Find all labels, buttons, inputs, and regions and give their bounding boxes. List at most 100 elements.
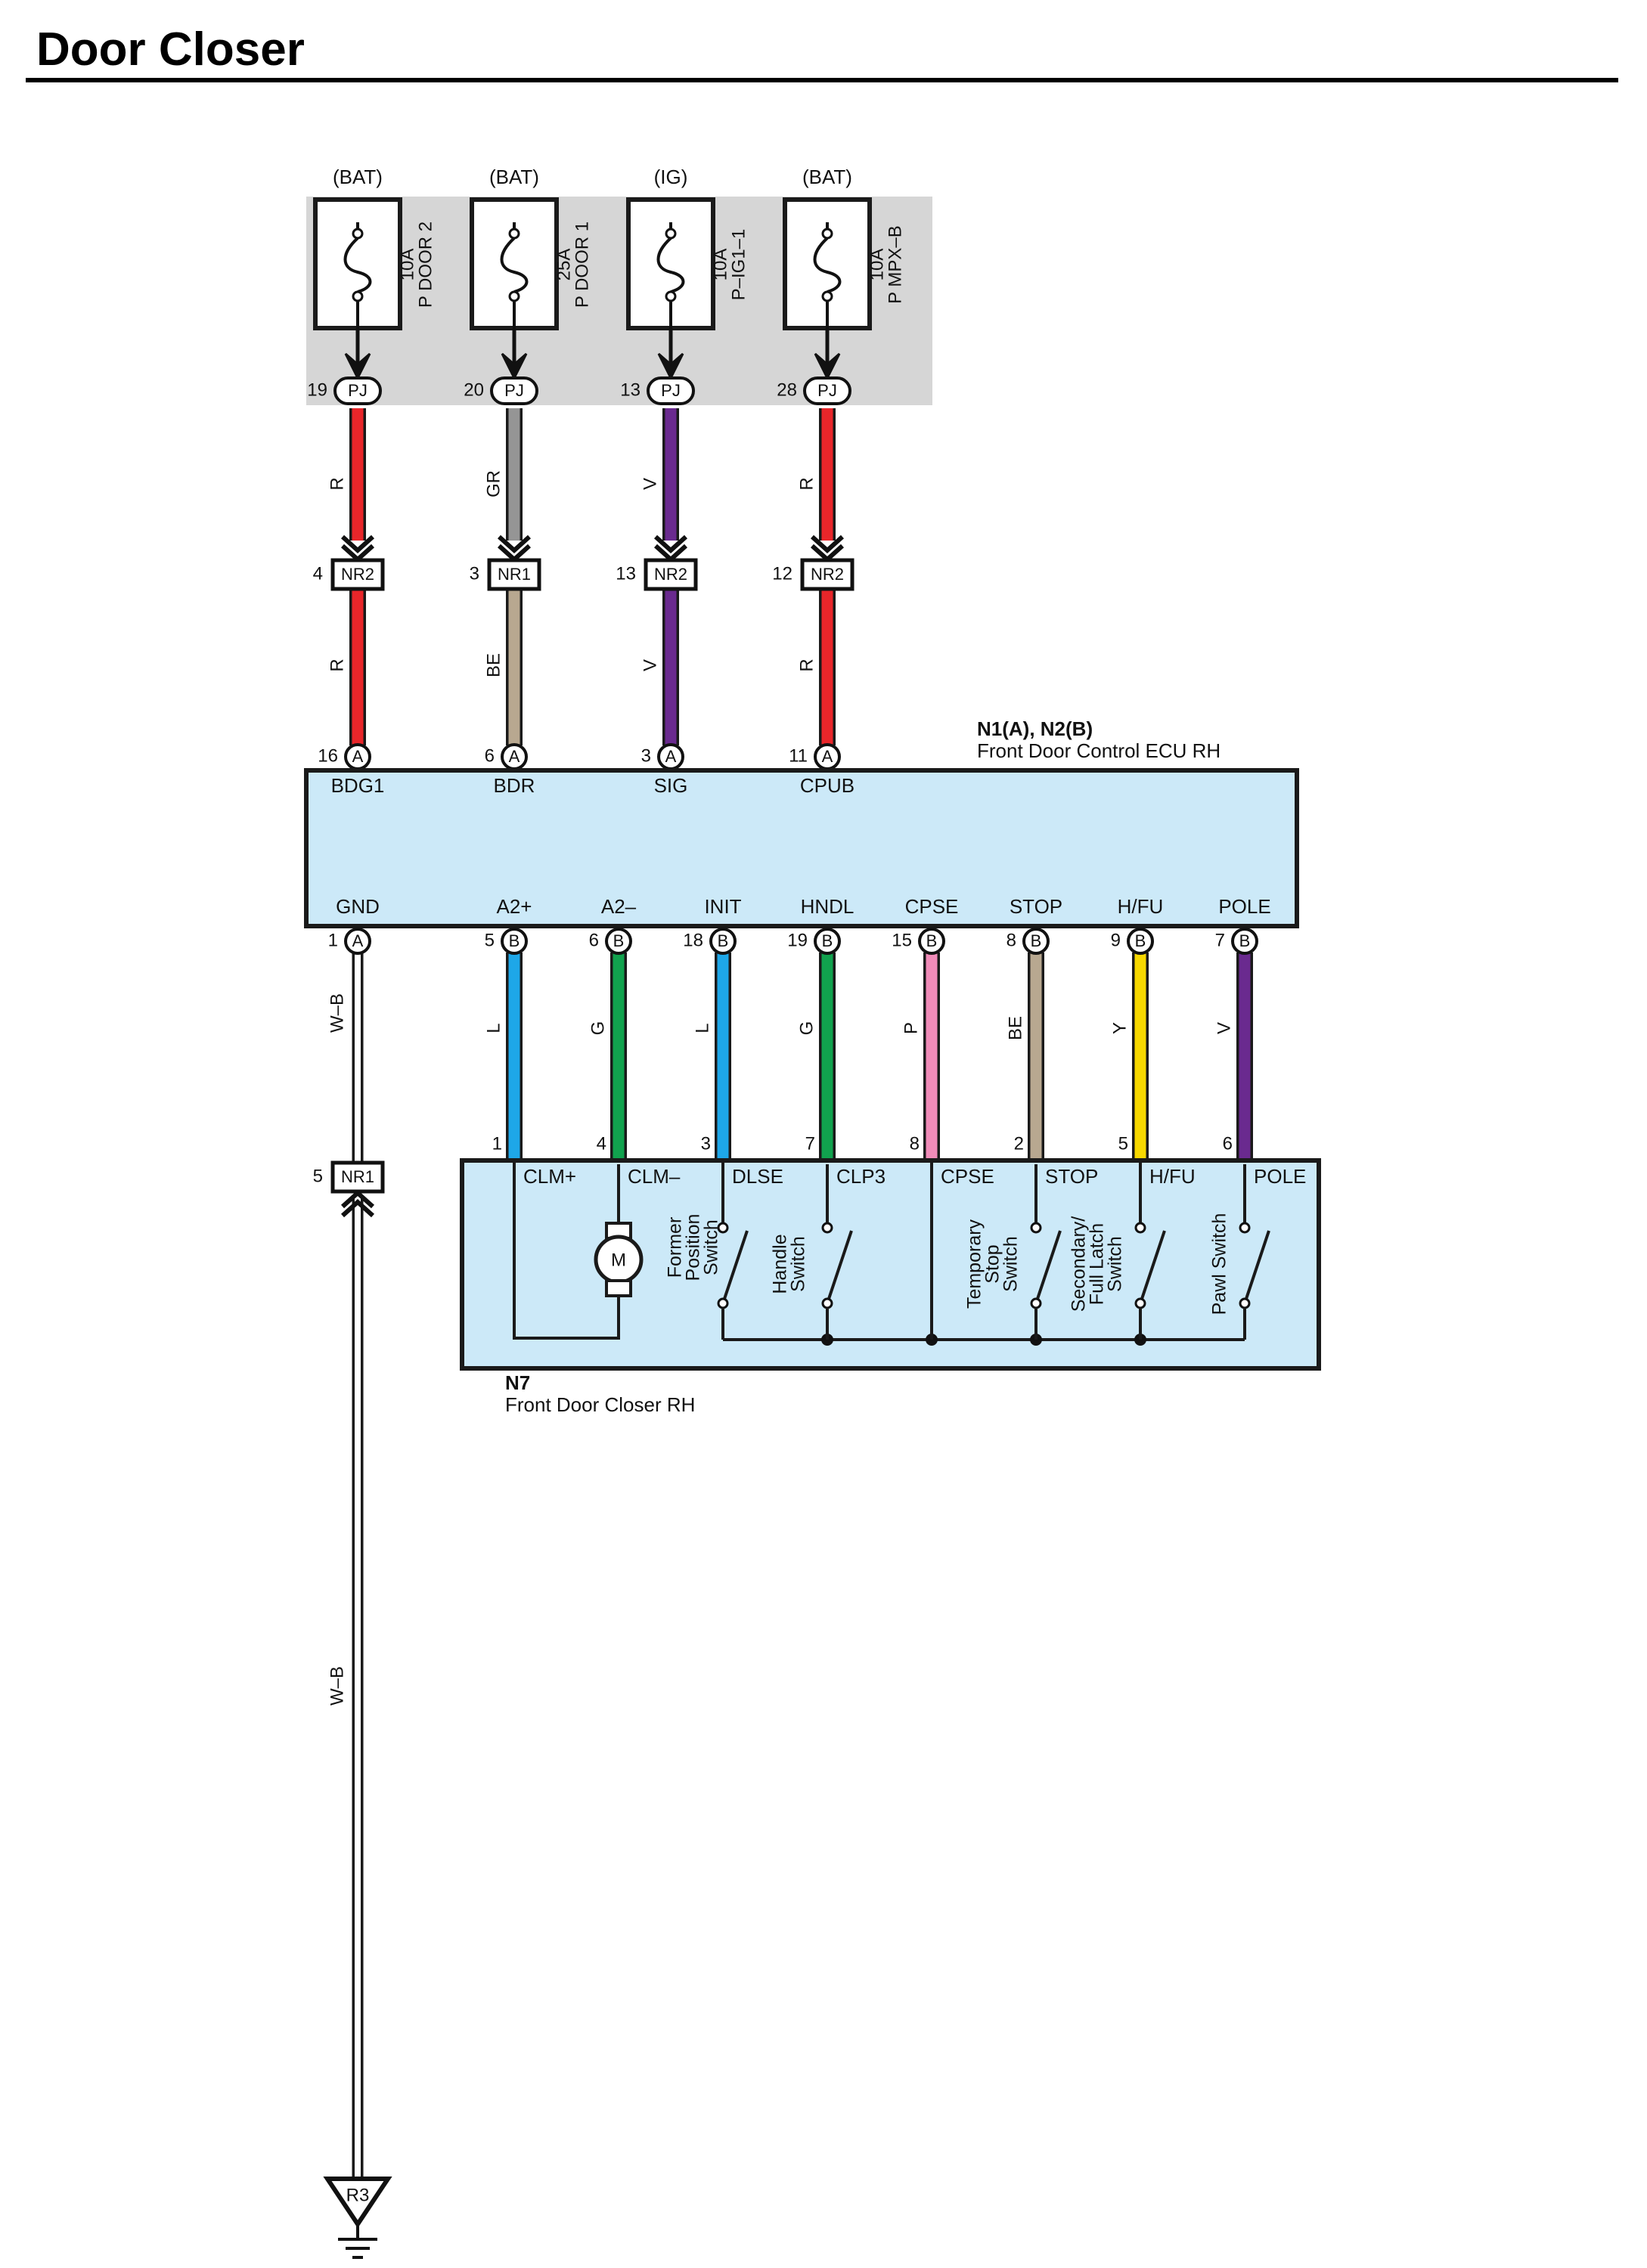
- ecu-pin-circle: [344, 928, 371, 955]
- pole-switch-icon-blade: [1245, 1230, 1270, 1300]
- wire-code-label: W–B: [327, 993, 347, 1033]
- ecu-pin-circle-letter: B: [926, 931, 938, 950]
- pj-connector: [647, 376, 695, 405]
- chevron-up-icon: [340, 1189, 375, 1218]
- ecu-terminal-label: SIG: [654, 774, 688, 797]
- closer-pin-number: 2: [1014, 1133, 1024, 1154]
- pj-connector-label: PJ: [348, 381, 368, 400]
- dlse-switch-icon-blade: [723, 1230, 749, 1300]
- join-pin-number: 13: [616, 563, 636, 584]
- ecu-pin-number: 8: [1006, 930, 1016, 950]
- ecu-terminal-label: A2–: [601, 895, 637, 918]
- closer-pin-number: 4: [597, 1133, 606, 1154]
- motor-brush: [605, 1279, 632, 1297]
- closer-terminal-label: POLE: [1254, 1165, 1306, 1188]
- arrow-down-icon: [344, 352, 371, 381]
- ecu-pin-circle: [918, 928, 945, 955]
- ecu-pin-circle: [814, 928, 841, 955]
- stop-switch-icon-contact: [1030, 1297, 1042, 1309]
- ecu-pin-number: 6: [485, 745, 495, 766]
- pj-connector: [803, 376, 851, 405]
- fuse-terminal: [352, 290, 364, 302]
- wire-code-label: V: [640, 659, 660, 671]
- handle-switch-icon-contact: [821, 1222, 833, 1234]
- pawl-switch-label: Pawl Switch: [1209, 1213, 1230, 1315]
- ecu-pin-number: 16: [318, 745, 338, 766]
- ecu-pin-circle-letter: B: [822, 931, 833, 950]
- join-connector-label: NR2: [341, 565, 374, 584]
- join-connector: [800, 558, 855, 591]
- components-layer: [304, 197, 1321, 2259]
- ground-point-label: R3: [346, 2185, 370, 2205]
- wire-code-label: W–B: [327, 1666, 347, 1706]
- ecu-pin-number: 19: [787, 930, 808, 950]
- hfu-switch-icon-contact: [1134, 1222, 1146, 1234]
- ecu-pin-number: 11: [789, 745, 808, 766]
- closer-pin-number: 3: [701, 1133, 711, 1154]
- pj-pin-number: 28: [777, 380, 797, 400]
- secondary-full-latch-switch-label: Switch: [1105, 1236, 1126, 1292]
- ground-join-connector-label: NR1: [341, 1167, 374, 1186]
- temporary-stop-switch-label: Stop: [982, 1244, 1003, 1283]
- ecu-pin-circle: [709, 928, 737, 955]
- ecu-pin-circle-letter: A: [509, 747, 520, 766]
- former-position-switch-label: Switch: [701, 1219, 722, 1275]
- closer-terminal-label: H/FU: [1149, 1165, 1196, 1188]
- closer-terminal-label: DLSE: [732, 1165, 783, 1188]
- ecu-pin-number: 5: [485, 930, 495, 950]
- handle-switch-label: Switch: [788, 1236, 809, 1292]
- handle-switch-icon-contact: [821, 1297, 833, 1309]
- closer-terminal-label: CLM–: [628, 1165, 681, 1188]
- fuse-source-label: (BAT): [333, 166, 383, 188]
- wire-code-label: P: [901, 1022, 921, 1034]
- fuse-element-icon: [500, 237, 529, 293]
- fuse-rating-label: P DOOR 2: [415, 222, 436, 308]
- fuse-terminal: [821, 228, 833, 240]
- ecu-pin-number: 18: [683, 930, 703, 950]
- fuse-rating-label: 10A: [397, 249, 417, 281]
- ecu-pin-circle-letter: A: [352, 747, 364, 766]
- ecu-terminal-label: BDR: [494, 774, 535, 797]
- ecu-pin-number: 1: [328, 930, 338, 950]
- fuse-rating-label: P MPX–B: [885, 225, 905, 304]
- fuse-element-icon: [343, 237, 372, 293]
- closer-pin-number: 8: [910, 1133, 920, 1154]
- wire-code-label: R: [327, 477, 347, 490]
- ecu-pin-circle-letter: B: [1135, 931, 1146, 950]
- ecu-pin-circle-letter: A: [352, 931, 364, 950]
- ecu-pin-circle: [1127, 928, 1154, 955]
- fuse-rating-label: 10A: [710, 249, 730, 281]
- pj-pin-number: 13: [620, 380, 640, 400]
- ecu-pin-circle-letter: B: [718, 931, 729, 950]
- ecu-pin-circle: [1231, 928, 1258, 955]
- ecu-terminal-label: BDG1: [331, 774, 385, 797]
- wire-code-label: GR: [483, 470, 504, 497]
- ecu-pin-circle: [1022, 928, 1050, 955]
- pj-connector-label: PJ: [817, 381, 837, 400]
- join-pin-number: 12: [772, 563, 792, 584]
- ecu-pin-circle-letter: B: [1239, 931, 1251, 950]
- join-connector-label: NR2: [811, 565, 844, 584]
- fuse-source-label: (IG): [654, 166, 688, 188]
- closer-code-label: N7: [505, 1371, 530, 1394]
- fuse-terminal: [665, 228, 677, 240]
- ecu-box: [304, 768, 1299, 928]
- wire-code-label: V: [1214, 1022, 1234, 1034]
- fuse-source-label: (BAT): [489, 166, 539, 188]
- temporary-stop-switch-label: Switch: [1000, 1236, 1022, 1292]
- dlse-switch-icon-contact: [717, 1222, 729, 1234]
- join-connector-label: NR1: [498, 565, 531, 584]
- ecu-terminal-label: POLE: [1218, 895, 1270, 918]
- join-pin-number: 3: [470, 563, 479, 584]
- ecu-code-label: N1(A), N2(B): [977, 717, 1093, 740]
- ecu-pin-number: 7: [1215, 930, 1225, 950]
- wire-code-label: R: [796, 477, 817, 490]
- page-title: Door Closer: [36, 23, 305, 76]
- ecu-pin-circle: [501, 928, 528, 955]
- ecu-terminal-label: H/FU: [1118, 895, 1164, 918]
- fuse-body: [470, 197, 559, 330]
- fuse-rating-label: P–IG1–1: [728, 229, 749, 301]
- closer-terminal-label: CLP3: [836, 1165, 886, 1188]
- ecu-pin-circle-letter: B: [509, 931, 520, 950]
- fuse-terminal: [508, 290, 520, 302]
